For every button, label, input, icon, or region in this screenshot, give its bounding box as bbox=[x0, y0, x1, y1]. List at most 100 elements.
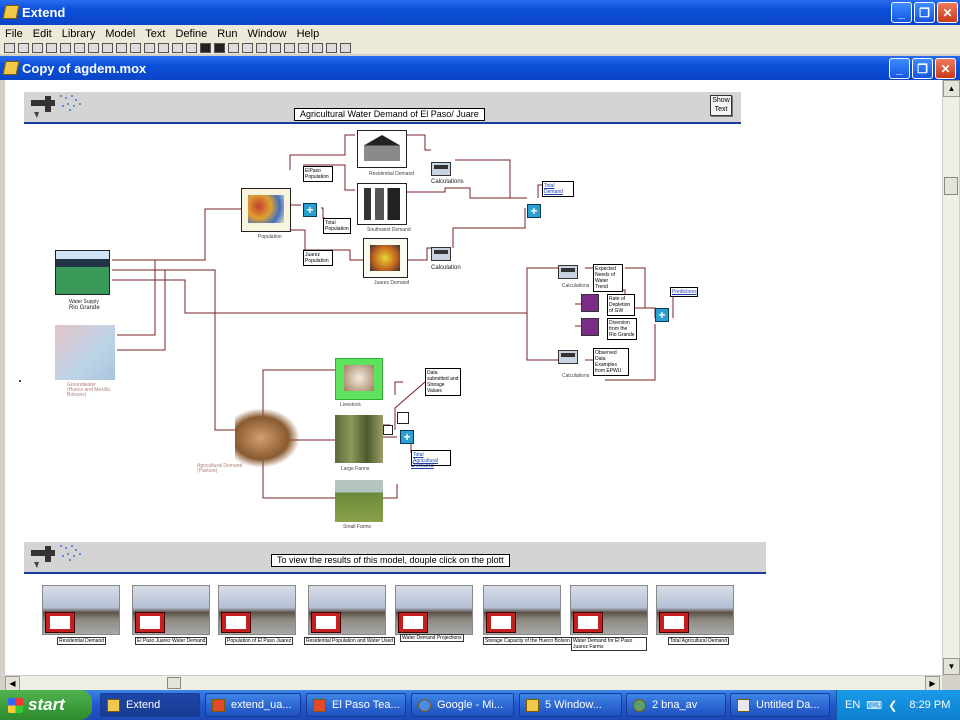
pointer-tool-icon[interactable] bbox=[144, 43, 155, 53]
plot-thumbnail-6[interactable] bbox=[483, 585, 561, 635]
menu-text[interactable]: Text bbox=[145, 27, 166, 40]
task-untitled[interactable]: Untitled Da... bbox=[730, 693, 830, 717]
polygon-tool-icon[interactable] bbox=[298, 43, 309, 53]
task-google[interactable]: Google - Mi... bbox=[411, 693, 514, 717]
keyboard-icon[interactable]: ⌨ bbox=[866, 699, 883, 712]
plot-thumbnail-7[interactable] bbox=[570, 585, 648, 635]
menu-edit[interactable]: Edit bbox=[32, 27, 52, 40]
house-icon bbox=[364, 135, 400, 161]
app-title-bar[interactable]: Extend _ ❐ ✕ bbox=[0, 0, 960, 25]
stop-icon[interactable] bbox=[130, 43, 141, 53]
residential-demand-block[interactable] bbox=[357, 130, 407, 168]
plot-thumbnail-5[interactable] bbox=[395, 585, 473, 635]
menu-run[interactable]: Run bbox=[217, 27, 238, 40]
total-population-box: Total Population bbox=[323, 218, 351, 234]
show-text-button[interactable]: Show Text bbox=[710, 95, 732, 116]
scroll-left-icon[interactable]: ◀ bbox=[5, 676, 20, 691]
plot-thumbnail-2[interactable] bbox=[132, 585, 210, 635]
predictions-box: Predictions bbox=[670, 287, 698, 297]
menu-help[interactable]: Help bbox=[296, 27, 320, 40]
minimize-button[interactable]: _ bbox=[891, 2, 912, 23]
rectangle-tool-icon[interactable] bbox=[256, 43, 267, 53]
calculations-right-bottom-icon[interactable] bbox=[558, 350, 578, 364]
model-canvas[interactable]: Agricultural Water Demand of El Paso/ Ju… bbox=[5, 80, 942, 675]
small-square-2[interactable] bbox=[383, 425, 393, 435]
trend-diversion-icon[interactable] bbox=[581, 318, 599, 336]
run-icon[interactable] bbox=[116, 43, 127, 53]
document-title-bar[interactable]: Copy of agdem.mox _ ❐ ✕ bbox=[0, 56, 960, 80]
calculations-top-icon[interactable] bbox=[431, 162, 451, 176]
large-farms-block[interactable] bbox=[335, 415, 383, 463]
predictions-sum-icon[interactable]: + bbox=[655, 308, 669, 322]
horizontal-scroll-thumb[interactable] bbox=[167, 677, 181, 689]
zoom-icon[interactable] bbox=[340, 43, 351, 53]
livestock-block[interactable] bbox=[335, 358, 383, 400]
connect-tool-icon[interactable] bbox=[186, 43, 197, 53]
agricultural-sum-icon[interactable]: + bbox=[400, 430, 414, 444]
task-windows[interactable]: 5 Window... bbox=[519, 693, 622, 717]
population-block[interactable] bbox=[241, 188, 291, 232]
restore-button[interactable]: ❐ bbox=[914, 2, 935, 23]
total-demand-sum-icon[interactable]: + bbox=[527, 204, 541, 218]
agricultural-demand-block[interactable] bbox=[235, 408, 300, 468]
paste-icon[interactable] bbox=[88, 43, 99, 53]
hand-tool-icon[interactable] bbox=[158, 43, 169, 53]
calculation-mid-icon[interactable] bbox=[431, 247, 451, 261]
juarez-population-box: Juarez Population bbox=[303, 250, 333, 266]
menu-file[interactable]: File bbox=[5, 27, 23, 40]
calculations-right-top-icon[interactable] bbox=[558, 265, 578, 279]
task-extend-ua[interactable]: extend_ua... bbox=[205, 693, 301, 717]
residential-demand-label: Residential Demand bbox=[369, 171, 415, 177]
doc-minimize-button[interactable]: _ bbox=[889, 58, 910, 79]
small-square-1[interactable] bbox=[397, 412, 409, 424]
plot-thumbnail-8[interactable] bbox=[656, 585, 734, 635]
doc-restore-button[interactable]: ❐ bbox=[912, 58, 933, 79]
task-bna-av[interactable]: 2 bna_av bbox=[626, 693, 726, 717]
align-icon[interactable] bbox=[326, 43, 337, 53]
water-supply-block[interactable] bbox=[55, 250, 110, 295]
juarez-demand-block[interactable] bbox=[363, 238, 408, 278]
trend-depletion-icon[interactable] bbox=[581, 294, 599, 312]
task-extend[interactable]: Extend bbox=[100, 693, 200, 717]
text-tool-icon[interactable] bbox=[228, 43, 239, 53]
clone-tool-icon[interactable] bbox=[172, 43, 183, 53]
plot-thumbnail-3[interactable] bbox=[218, 585, 296, 635]
scroll-down-icon[interactable]: ▼ bbox=[943, 658, 960, 675]
southwest-demand-block[interactable] bbox=[357, 183, 407, 225]
vertical-scroll-thumb[interactable] bbox=[944, 177, 958, 195]
line-pattern-icon[interactable] bbox=[312, 43, 323, 53]
menu-model[interactable]: Model bbox=[105, 27, 136, 40]
population-sum-icon[interactable]: + bbox=[303, 203, 317, 217]
language-indicator[interactable]: EN bbox=[845, 699, 861, 711]
save-file-icon[interactable] bbox=[32, 43, 43, 53]
menu-library[interactable]: Library bbox=[61, 27, 96, 40]
rounded-rect-tool-icon[interactable] bbox=[270, 43, 281, 53]
scroll-right-icon[interactable]: ▶ bbox=[925, 676, 940, 691]
task-el-paso[interactable]: El Paso Tea... bbox=[306, 693, 406, 717]
plot-thumbnail-4[interactable] bbox=[308, 585, 386, 635]
cut-icon[interactable] bbox=[60, 43, 71, 53]
undo-icon[interactable] bbox=[102, 43, 113, 53]
open-file-icon[interactable] bbox=[18, 43, 29, 53]
new-file-icon[interactable] bbox=[4, 43, 15, 53]
copy-icon[interactable] bbox=[74, 43, 85, 53]
tray-expand-icon[interactable]: ❮ bbox=[888, 699, 898, 712]
clock[interactable]: 8:29 PM bbox=[909, 699, 951, 711]
groundwater-block[interactable] bbox=[55, 325, 115, 380]
menu-window[interactable]: Window bbox=[247, 27, 287, 40]
close-button[interactable]: ✕ bbox=[937, 2, 958, 23]
border-color-icon[interactable] bbox=[214, 43, 225, 53]
plot-thumbnail-1[interactable] bbox=[42, 585, 120, 635]
print-icon[interactable] bbox=[46, 43, 57, 53]
start-button[interactable]: start bbox=[0, 690, 92, 720]
menu-define[interactable]: Define bbox=[175, 27, 208, 40]
scroll-up-icon[interactable]: ▲ bbox=[943, 80, 960, 97]
small-farms-block[interactable] bbox=[335, 480, 383, 522]
factory-icon bbox=[364, 188, 400, 220]
doc-close-button[interactable]: ✕ bbox=[935, 58, 956, 79]
horizontal-scrollbar[interactable]: ◀ ▶ bbox=[5, 675, 942, 691]
oval-tool-icon[interactable] bbox=[284, 43, 295, 53]
line-tool-icon[interactable] bbox=[242, 43, 253, 53]
fill-color-icon[interactable] bbox=[200, 43, 211, 53]
vertical-scrollbar[interactable]: ▲ ▼ bbox=[942, 80, 960, 675]
